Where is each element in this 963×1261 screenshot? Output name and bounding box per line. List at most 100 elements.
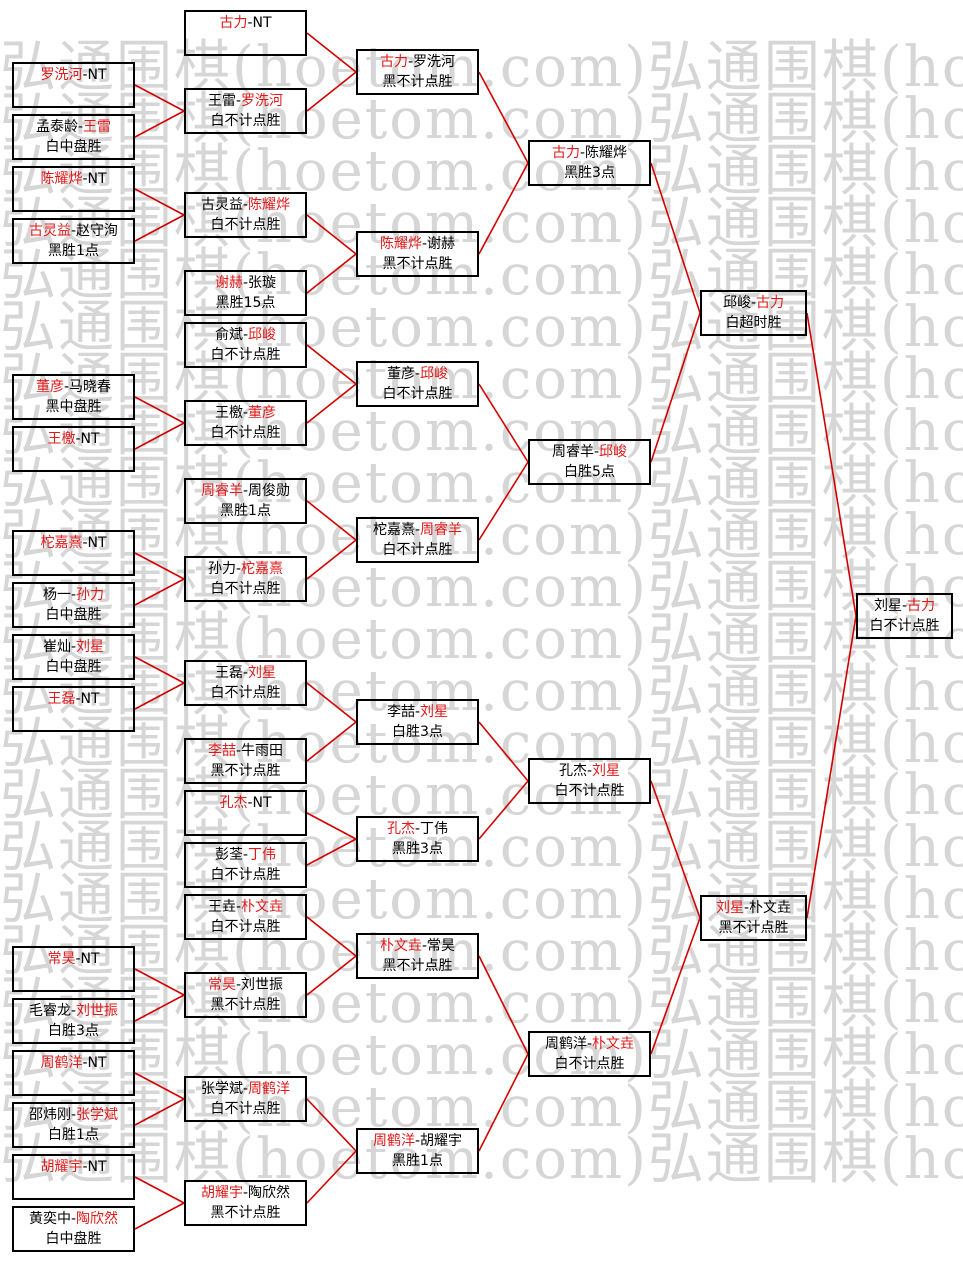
bracket-connector (478, 1053, 529, 1152)
player-white: 谢赫 (427, 236, 456, 252)
bracket-connector (306, 500, 357, 541)
player-white: 董彦 (248, 405, 277, 421)
player-separator: - (242, 275, 249, 291)
bracket-connector (306, 214, 357, 255)
match-players: 古灵益-陈耀烨 (186, 195, 305, 215)
bracket-connector (306, 71, 357, 112)
player-black: 张学斌 (200, 1081, 243, 1097)
match-box: 邱峻-古力白超时胜 (700, 290, 807, 336)
player-black: 柁嘉熹 (40, 535, 83, 551)
player-white: 邱峻 (420, 366, 449, 382)
match-players: 周睿羊-周俊勋 (186, 481, 305, 501)
match-players: 柁嘉熹-NT (14, 533, 133, 553)
bracket-connector (134, 994, 185, 1022)
match-players: 常昊-刘世振 (186, 975, 305, 995)
match-players: 毛睿龙-刘世振 (14, 1001, 133, 1021)
match-players: 柁嘉熹-周睿羊 (358, 520, 477, 540)
match-result: 黑胜15点 (215, 295, 276, 311)
match-players: 周鹤洋-朴文垚 (530, 1034, 649, 1054)
match-result: 白中盘胜 (45, 607, 102, 623)
player-black: 王垚 (207, 899, 236, 915)
player-separator: - (242, 327, 249, 343)
bracket-connector (306, 682, 357, 723)
bracket-connector (306, 955, 357, 996)
match-players: 李喆-牛雨田 (186, 741, 305, 761)
bracket-connector (306, 812, 357, 840)
bracket-connector (478, 162, 529, 255)
match-box: 古灵益-陈耀烨白不计点胜 (184, 192, 307, 238)
match-box: 王磊-刘星白不计点胜 (184, 660, 307, 706)
player-separator: - (242, 405, 249, 421)
player-separator: - (407, 54, 414, 70)
player-black: 古灵益 (28, 223, 71, 239)
player-black: 毛睿龙 (28, 1003, 71, 1019)
match-box: 王垚-朴文垚白不计点胜 (184, 894, 307, 940)
player-black: 胡耀宇 (200, 1185, 243, 1201)
match-result: 黑不计点胜 (382, 256, 453, 272)
bracket-connector (306, 1098, 357, 1152)
match-players: 李喆-刘星 (358, 702, 477, 722)
player-separator: - (901, 598, 908, 614)
player-black: 周鹤洋 (544, 1036, 587, 1052)
player-white: 刘星 (248, 665, 277, 681)
player-white: 刘星 (592, 763, 621, 779)
watermark-text: 弘通围棋(hoetom.com)弘通围棋(hoetom.com) (0, 399, 963, 464)
match-players: 刘星-朴文垚 (702, 898, 805, 918)
bracket-connector (650, 917, 701, 1055)
player-separator: - (70, 639, 77, 655)
player-black: 胡耀宇 (40, 1159, 83, 1175)
match-box: 古力-NT (184, 10, 307, 56)
player-white: NT (87, 67, 107, 83)
match-result: 黑不计点胜 (718, 920, 789, 936)
player-white: 牛雨田 (241, 743, 284, 759)
player-white: 刘星 (420, 704, 449, 720)
match-players: 俞斌-邱峻 (186, 325, 305, 345)
player-white: 丁伟 (420, 821, 449, 837)
player-separator: - (414, 1133, 421, 1149)
player-separator: - (242, 847, 249, 863)
bracket-connector (650, 312, 701, 463)
player-black: 古灵益 (200, 197, 243, 213)
match-players: 王檄-NT (14, 429, 133, 449)
match-players: 胡耀宇-NT (14, 1157, 133, 1177)
watermark-text: 弘通围棋(hoetom.com)弘通围棋(hoetom.com) (0, 815, 963, 880)
watermark-text: 弘通围棋(hoetom.com)弘通围棋(hoetom.com) (0, 295, 963, 360)
player-separator: - (82, 1055, 88, 1071)
player-separator: - (247, 795, 253, 811)
player-white: NT (80, 431, 100, 447)
watermark-text: 弘通围棋(hoetom.com)弘通围棋(hoetom.com) (0, 919, 963, 984)
player-black: 陈耀烨 (40, 171, 83, 187)
player-black: 孟泰龄 (35, 119, 78, 135)
player-black: 周鹤洋 (40, 1055, 83, 1071)
watermark-text: 弘通围棋(hoetom.com)弘通围棋(hoetom.com) (0, 243, 963, 308)
watermark-text: 弘通围棋(hoetom.com)弘通围棋(hoetom.com) (0, 139, 963, 204)
bracket-connector (306, 32, 357, 73)
match-result: 白不计点胜 (210, 217, 281, 233)
player-black: 董彦 (35, 379, 64, 395)
match-players: 王雷-罗洗河 (186, 91, 305, 111)
match-players: 周鹤洋-NT (14, 1053, 133, 1073)
match-result: 白不计点胜 (210, 685, 281, 701)
match-box: 张学斌-周鹤洋白不计点胜 (184, 1076, 307, 1122)
player-separator: - (586, 763, 593, 779)
bracket-connector (306, 721, 357, 762)
player-white: 罗洗河 (241, 93, 284, 109)
player-black: 王磊 (47, 691, 76, 707)
player-separator: - (750, 295, 757, 311)
player-separator: - (242, 197, 249, 213)
match-box: 周睿羊-周俊勋黑胜1点 (184, 478, 307, 524)
bracket-connector (134, 110, 185, 138)
player-black: 周睿羊 (200, 483, 243, 499)
bracket-connector (306, 1150, 357, 1204)
player-separator: - (70, 587, 77, 603)
player-white: 陈耀烨 (585, 145, 628, 161)
match-result: 白胜3点 (48, 1023, 99, 1039)
player-white: 古力 (756, 295, 785, 311)
bracket-connector (134, 214, 185, 242)
player-black: 邵炜刚 (28, 1107, 71, 1123)
match-players: 董彦-邱峻 (358, 364, 477, 384)
player-black: 柁嘉熹 (372, 522, 415, 538)
match-box: 俞斌-邱峻白不计点胜 (184, 322, 307, 368)
match-players: 古力-NT (186, 13, 305, 33)
